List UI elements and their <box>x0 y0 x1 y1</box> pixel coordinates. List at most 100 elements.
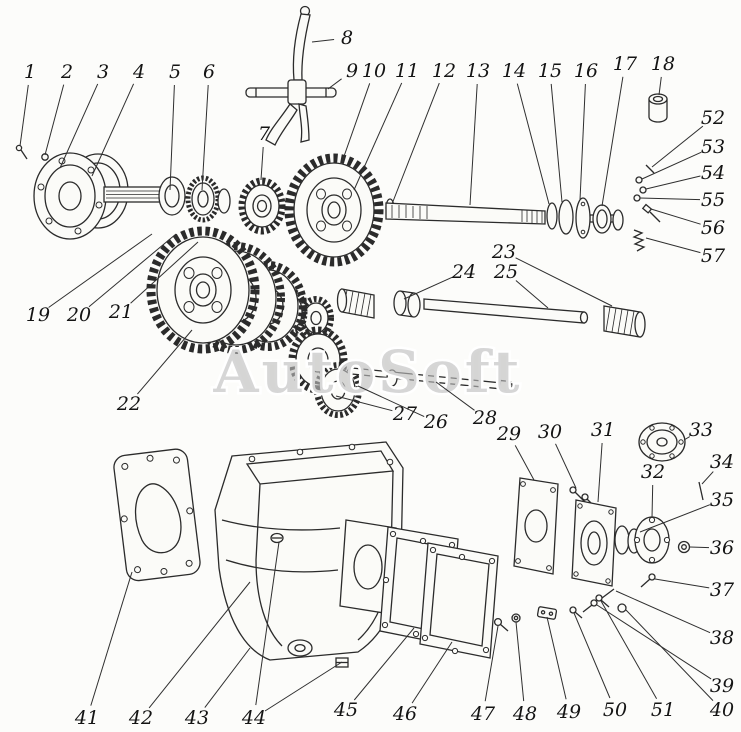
callout-leader-54 <box>645 175 701 190</box>
washer-ring <box>614 525 630 555</box>
spacer-ring <box>217 188 231 214</box>
callout-number-1: 1 <box>24 61 36 83</box>
flanged-disc-15 <box>558 199 574 235</box>
detent-parts <box>632 164 661 252</box>
callout-number-16: 16 <box>574 60 598 82</box>
callout-number-27: 27 <box>392 403 418 425</box>
callout-leader-57 <box>645 237 701 254</box>
callout-leader-55 <box>639 197 701 201</box>
gearbox-housing <box>214 441 404 668</box>
callout-leader-31 <box>597 442 603 503</box>
callout-number-47: 47 <box>470 703 496 725</box>
callout-number-6: 6 <box>203 61 215 83</box>
ball-54 <box>639 186 647 194</box>
callout-leader-41 <box>90 571 133 706</box>
callout-leader-17 <box>601 76 624 207</box>
fasteners-bottom <box>493 594 610 632</box>
callout-number-52: 52 <box>701 107 725 129</box>
callout-leader-40 <box>625 609 714 701</box>
callout-leader-13 <box>469 83 478 206</box>
bolt-51 <box>595 594 610 608</box>
washer-14 <box>546 202 558 230</box>
callout-number-53: 53 <box>701 136 725 158</box>
callout-leader-21 <box>130 241 199 304</box>
callout-leader-14 <box>516 83 550 205</box>
callout-leader-44 <box>255 541 280 706</box>
flange-32 <box>633 516 671 564</box>
callout-number-4: 4 <box>132 61 145 83</box>
callout-leader-9 <box>327 78 342 90</box>
callout-number-56: 56 <box>701 217 725 239</box>
callout-number-13: 13 <box>466 60 490 82</box>
main-shaft-13 <box>385 202 546 225</box>
callout-leader-18 <box>658 76 662 96</box>
idler-shaft-25 <box>423 298 585 324</box>
callout-leader-48 <box>515 621 525 702</box>
sleeve-24 <box>393 290 421 318</box>
callout-leader-20 <box>88 233 177 308</box>
main-drive-gear <box>284 153 395 267</box>
synchro-hub-6 <box>185 175 221 223</box>
callout-number-54: 54 <box>701 162 725 184</box>
input-shaft <box>103 186 163 203</box>
callout-number-23: 23 <box>491 241 516 263</box>
callout-leader-50 <box>573 612 611 699</box>
side-gasket-41 <box>113 448 201 582</box>
callout-leader-33 <box>683 436 691 441</box>
callout-leader-43 <box>204 647 251 708</box>
fork-prong-left <box>265 103 298 146</box>
callout-number-44: 44 <box>241 707 266 729</box>
callout-leader-1 <box>19 84 29 147</box>
callout-leader-28 <box>435 381 475 411</box>
callout-leader-30 <box>555 443 577 489</box>
pin-52 <box>645 164 655 174</box>
callout-leader-39 <box>596 604 712 680</box>
callout-leader-26 <box>357 385 425 418</box>
callout-leader-46 <box>411 641 453 704</box>
pto-cover-assembly <box>513 422 704 613</box>
front-flange-3 <box>33 152 107 240</box>
bolt-47 <box>493 617 509 632</box>
roller-bearing-right <box>603 305 646 338</box>
watermark: AutoSoft <box>213 338 523 406</box>
callout-number-18: 18 <box>651 53 675 75</box>
ball-55 <box>633 194 641 202</box>
bolt-37 <box>640 573 656 588</box>
bolt-50 <box>569 606 583 619</box>
callout-number-29: 29 <box>496 423 521 445</box>
stud-38 <box>601 588 615 599</box>
washer-48 <box>511 613 521 623</box>
callout-number-43: 43 <box>184 707 209 729</box>
screw-56 <box>641 203 661 223</box>
callout-leader-24 <box>403 276 453 300</box>
callout-leader-51 <box>600 600 658 699</box>
callout-number-11: 11 <box>395 60 419 82</box>
spring-57 <box>632 229 646 252</box>
callout-leader-16 <box>579 83 586 201</box>
callout-number-50: 50 <box>603 699 627 721</box>
bearing-5 <box>158 176 186 216</box>
washer-40 <box>617 603 627 613</box>
callout-leader-47 <box>484 625 499 702</box>
pin-34 <box>698 481 704 501</box>
callout-number-19: 19 <box>26 304 50 326</box>
callout-leader-6 <box>201 84 209 191</box>
callout-number-39: 39 <box>710 675 734 697</box>
callout-number-57: 57 <box>701 245 726 267</box>
callout-number-2: 2 <box>60 61 73 83</box>
callout-leader-42 <box>148 581 251 709</box>
bushing-18 <box>648 93 668 123</box>
side-cover-46 <box>419 542 499 659</box>
shift-rod-28 <box>351 367 513 393</box>
callout-number-9: 9 <box>346 60 358 82</box>
callout-number-36: 36 <box>710 537 734 559</box>
retainer-ring <box>612 209 624 231</box>
callout-number-51: 51 <box>651 699 675 721</box>
callout-leader-19 <box>48 233 153 308</box>
flanged-disc-16 <box>575 197 591 239</box>
callout-leader-11 <box>353 82 403 191</box>
callout-number-48: 48 <box>512 703 537 725</box>
